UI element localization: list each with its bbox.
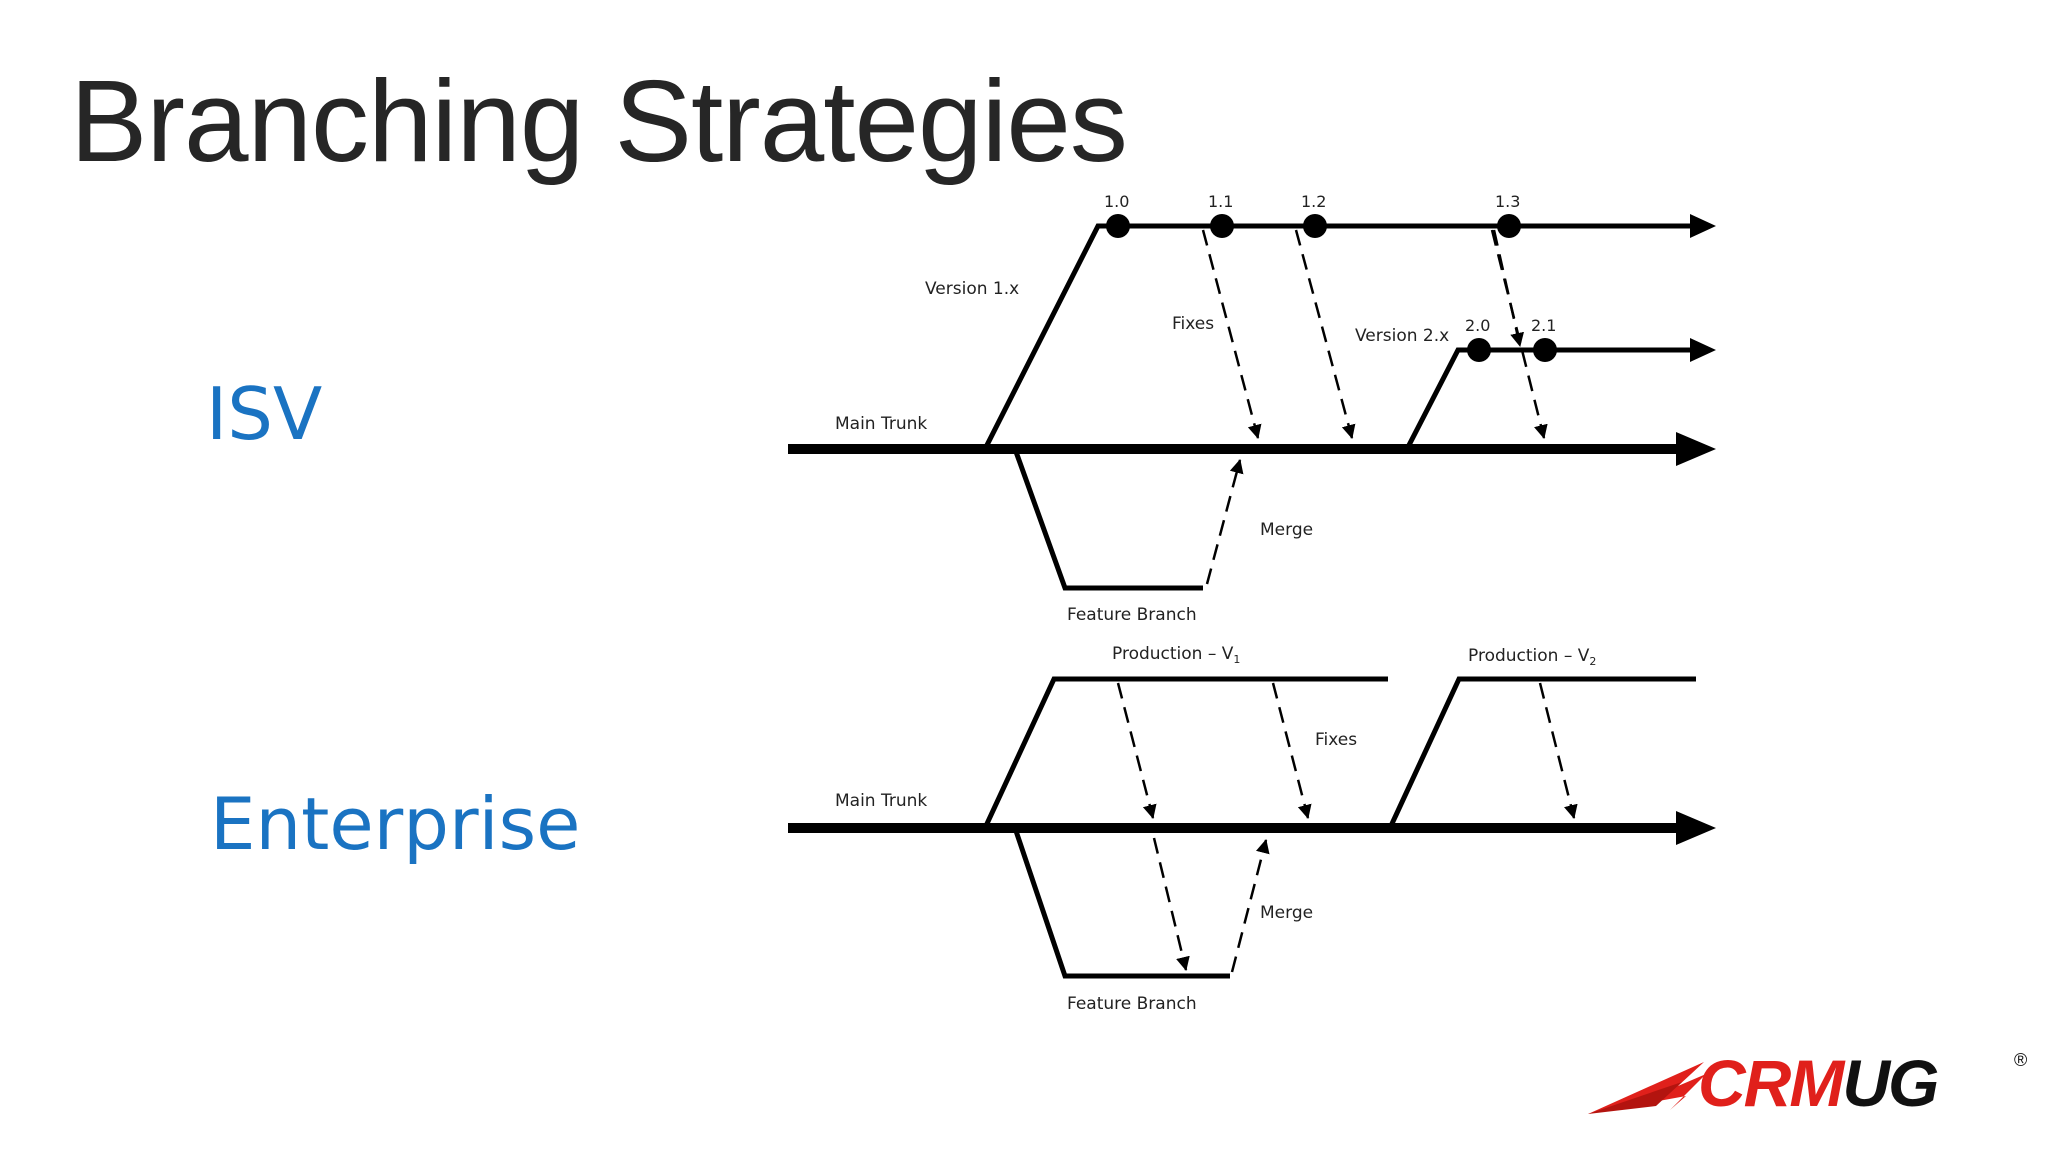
ent-merge-label: Merge: [1260, 903, 1313, 923]
isv-feature-branch-label: Feature Branch: [1067, 605, 1197, 625]
ent-feature-branch-line: [1012, 827, 1230, 979]
enterprise-section-label: Enterprise: [210, 782, 581, 866]
isv-version2-branch-line: [1404, 347, 1692, 451]
logo-swoosh-icon: [1588, 1062, 1706, 1114]
isv-version-node: [1106, 214, 1130, 238]
isv-version-label: 1.3: [1495, 192, 1520, 211]
isv-main-trunk-arrowhead: [1676, 432, 1716, 466]
ent-production-v1-label: Production – V1: [1112, 644, 1240, 666]
isv-merge-arrow: [1205, 459, 1244, 585]
isv-version1-branch-line: [982, 223, 1692, 451]
isv-version-label: 1.1: [1208, 192, 1233, 211]
ent-production-v1-subscript: 1: [1233, 653, 1240, 666]
isv-main-trunk-label: Main Trunk: [835, 414, 927, 434]
isv-fix-arrow: [1492, 229, 1524, 347]
isv-section-label: ISV: [206, 372, 323, 456]
logo-crm-text: CRM: [1698, 1046, 1844, 1120]
isv-version1-label: Version 1.x: [925, 279, 1019, 299]
ent-production-v1-text: Production – V: [1112, 644, 1234, 664]
isv-version2-arrowhead: [1690, 338, 1716, 362]
isv-version-label: 1.2: [1301, 192, 1326, 211]
ent-fix-arrow: [1271, 682, 1312, 819]
isv-version-node: [1303, 214, 1327, 238]
isv-merge-label: Merge: [1260, 520, 1313, 540]
isv-version-node: [1210, 214, 1234, 238]
logo-wordmark: CRMUG: [1698, 1050, 1939, 1116]
isv-version1-arrowhead: [1690, 214, 1716, 238]
enterprise-diagram: Main Trunk Production – V1 Production – …: [788, 644, 1716, 1014]
ent-fix-arrow: [1538, 682, 1578, 819]
slide-title: Branching Strategies: [70, 56, 1128, 186]
ent-production-v2-subscript: 2: [1589, 655, 1596, 668]
isv-fix-arrow: [1201, 229, 1262, 439]
isv-fix-arrow: [1294, 229, 1356, 439]
ent-fix-arrow: [1152, 837, 1190, 971]
isv-fixes-label: Fixes: [1172, 314, 1214, 334]
ent-main-trunk-label: Main Trunk: [835, 791, 927, 811]
ent-fixes-label: Fixes: [1315, 730, 1357, 750]
isv-version-node: [1467, 338, 1491, 362]
isv-version-label: 2.0: [1465, 316, 1490, 335]
ent-fix-arrow: [1116, 682, 1157, 819]
logo-registered-mark: ®: [2014, 1050, 2028, 1070]
ent-main-trunk-arrowhead: [1676, 811, 1716, 845]
logo-ug-text: UG: [1842, 1046, 1939, 1120]
isv-version-node: [1533, 338, 1557, 362]
ent-feature-branch-label: Feature Branch: [1067, 994, 1197, 1014]
isv-diagram: Main Trunk Version 1.x 1.0 1.1 1.2 1.3 F…: [788, 192, 1716, 625]
isv-version-label: 1.0: [1104, 192, 1129, 211]
ent-production-v1-line: [982, 676, 1388, 830]
ent-production-v2-text: Production – V: [1468, 646, 1590, 666]
ent-merge-arrow: [1230, 839, 1270, 973]
isv-version-label: 2.1: [1531, 316, 1556, 335]
isv-feature-branch-line: [1012, 448, 1203, 591]
ent-production-v2-label: Production – V2: [1468, 646, 1596, 668]
isv-version2-label: Version 2.x: [1355, 326, 1449, 346]
ent-production-v2-line: [1387, 676, 1696, 830]
isv-version-node: [1497, 214, 1521, 238]
crmug-logo: CRMUG ®: [1586, 1050, 2036, 1124]
